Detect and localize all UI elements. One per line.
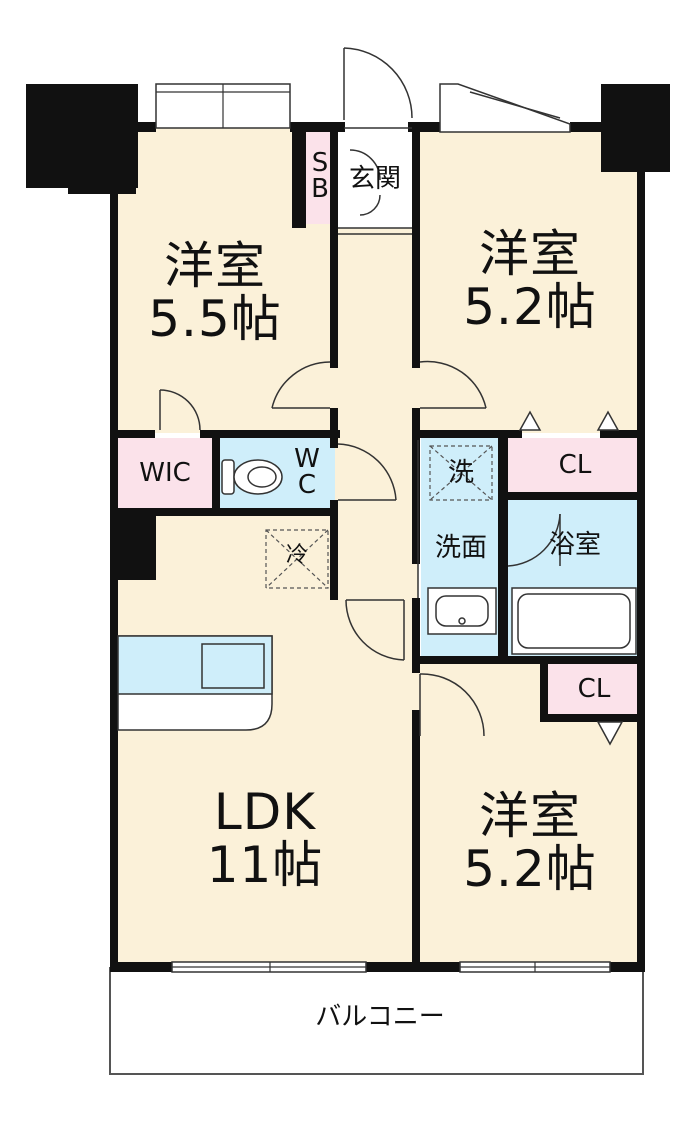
shoe-box-label: S B (304, 150, 336, 202)
closet-upper-floor (505, 438, 638, 495)
shoe-box-label-bottom: B (311, 174, 329, 204)
western-room-c-label: 洋室 5.2帖 (463, 787, 597, 898)
balcony-label: バルコニー (315, 1002, 445, 1032)
washroom-label: 洗面 (434, 533, 487, 563)
western-room-a-label: 洋室 5.5帖 (148, 237, 282, 348)
ldk-label: LDK 11帖 (206, 783, 324, 894)
fridge-label: 冷 (285, 543, 308, 568)
western-room-b-label: 洋室 5.2帖 (463, 225, 597, 336)
closet-lower-floor (545, 664, 638, 716)
closet-lower-label: CL (577, 674, 611, 704)
entrance-label: 玄関 (348, 164, 401, 194)
washer-label: 洗 (447, 458, 474, 488)
column-top-left-b (68, 170, 136, 194)
shoe-box-label-top: S (311, 148, 329, 178)
western-room-b-floor (418, 128, 638, 433)
balcony-area (109, 967, 644, 1075)
closet-upper-label: CL (558, 450, 592, 480)
wc-label-top: W (294, 444, 320, 474)
entrance-floor (335, 128, 418, 228)
wic-label: WIC (139, 458, 191, 488)
bathroom-label: 浴室 (548, 530, 601, 560)
wc-label: W C (290, 446, 324, 498)
wic-floor (118, 438, 213, 510)
column-mid-left (112, 516, 156, 580)
wc-label-bottom: C (297, 470, 317, 500)
